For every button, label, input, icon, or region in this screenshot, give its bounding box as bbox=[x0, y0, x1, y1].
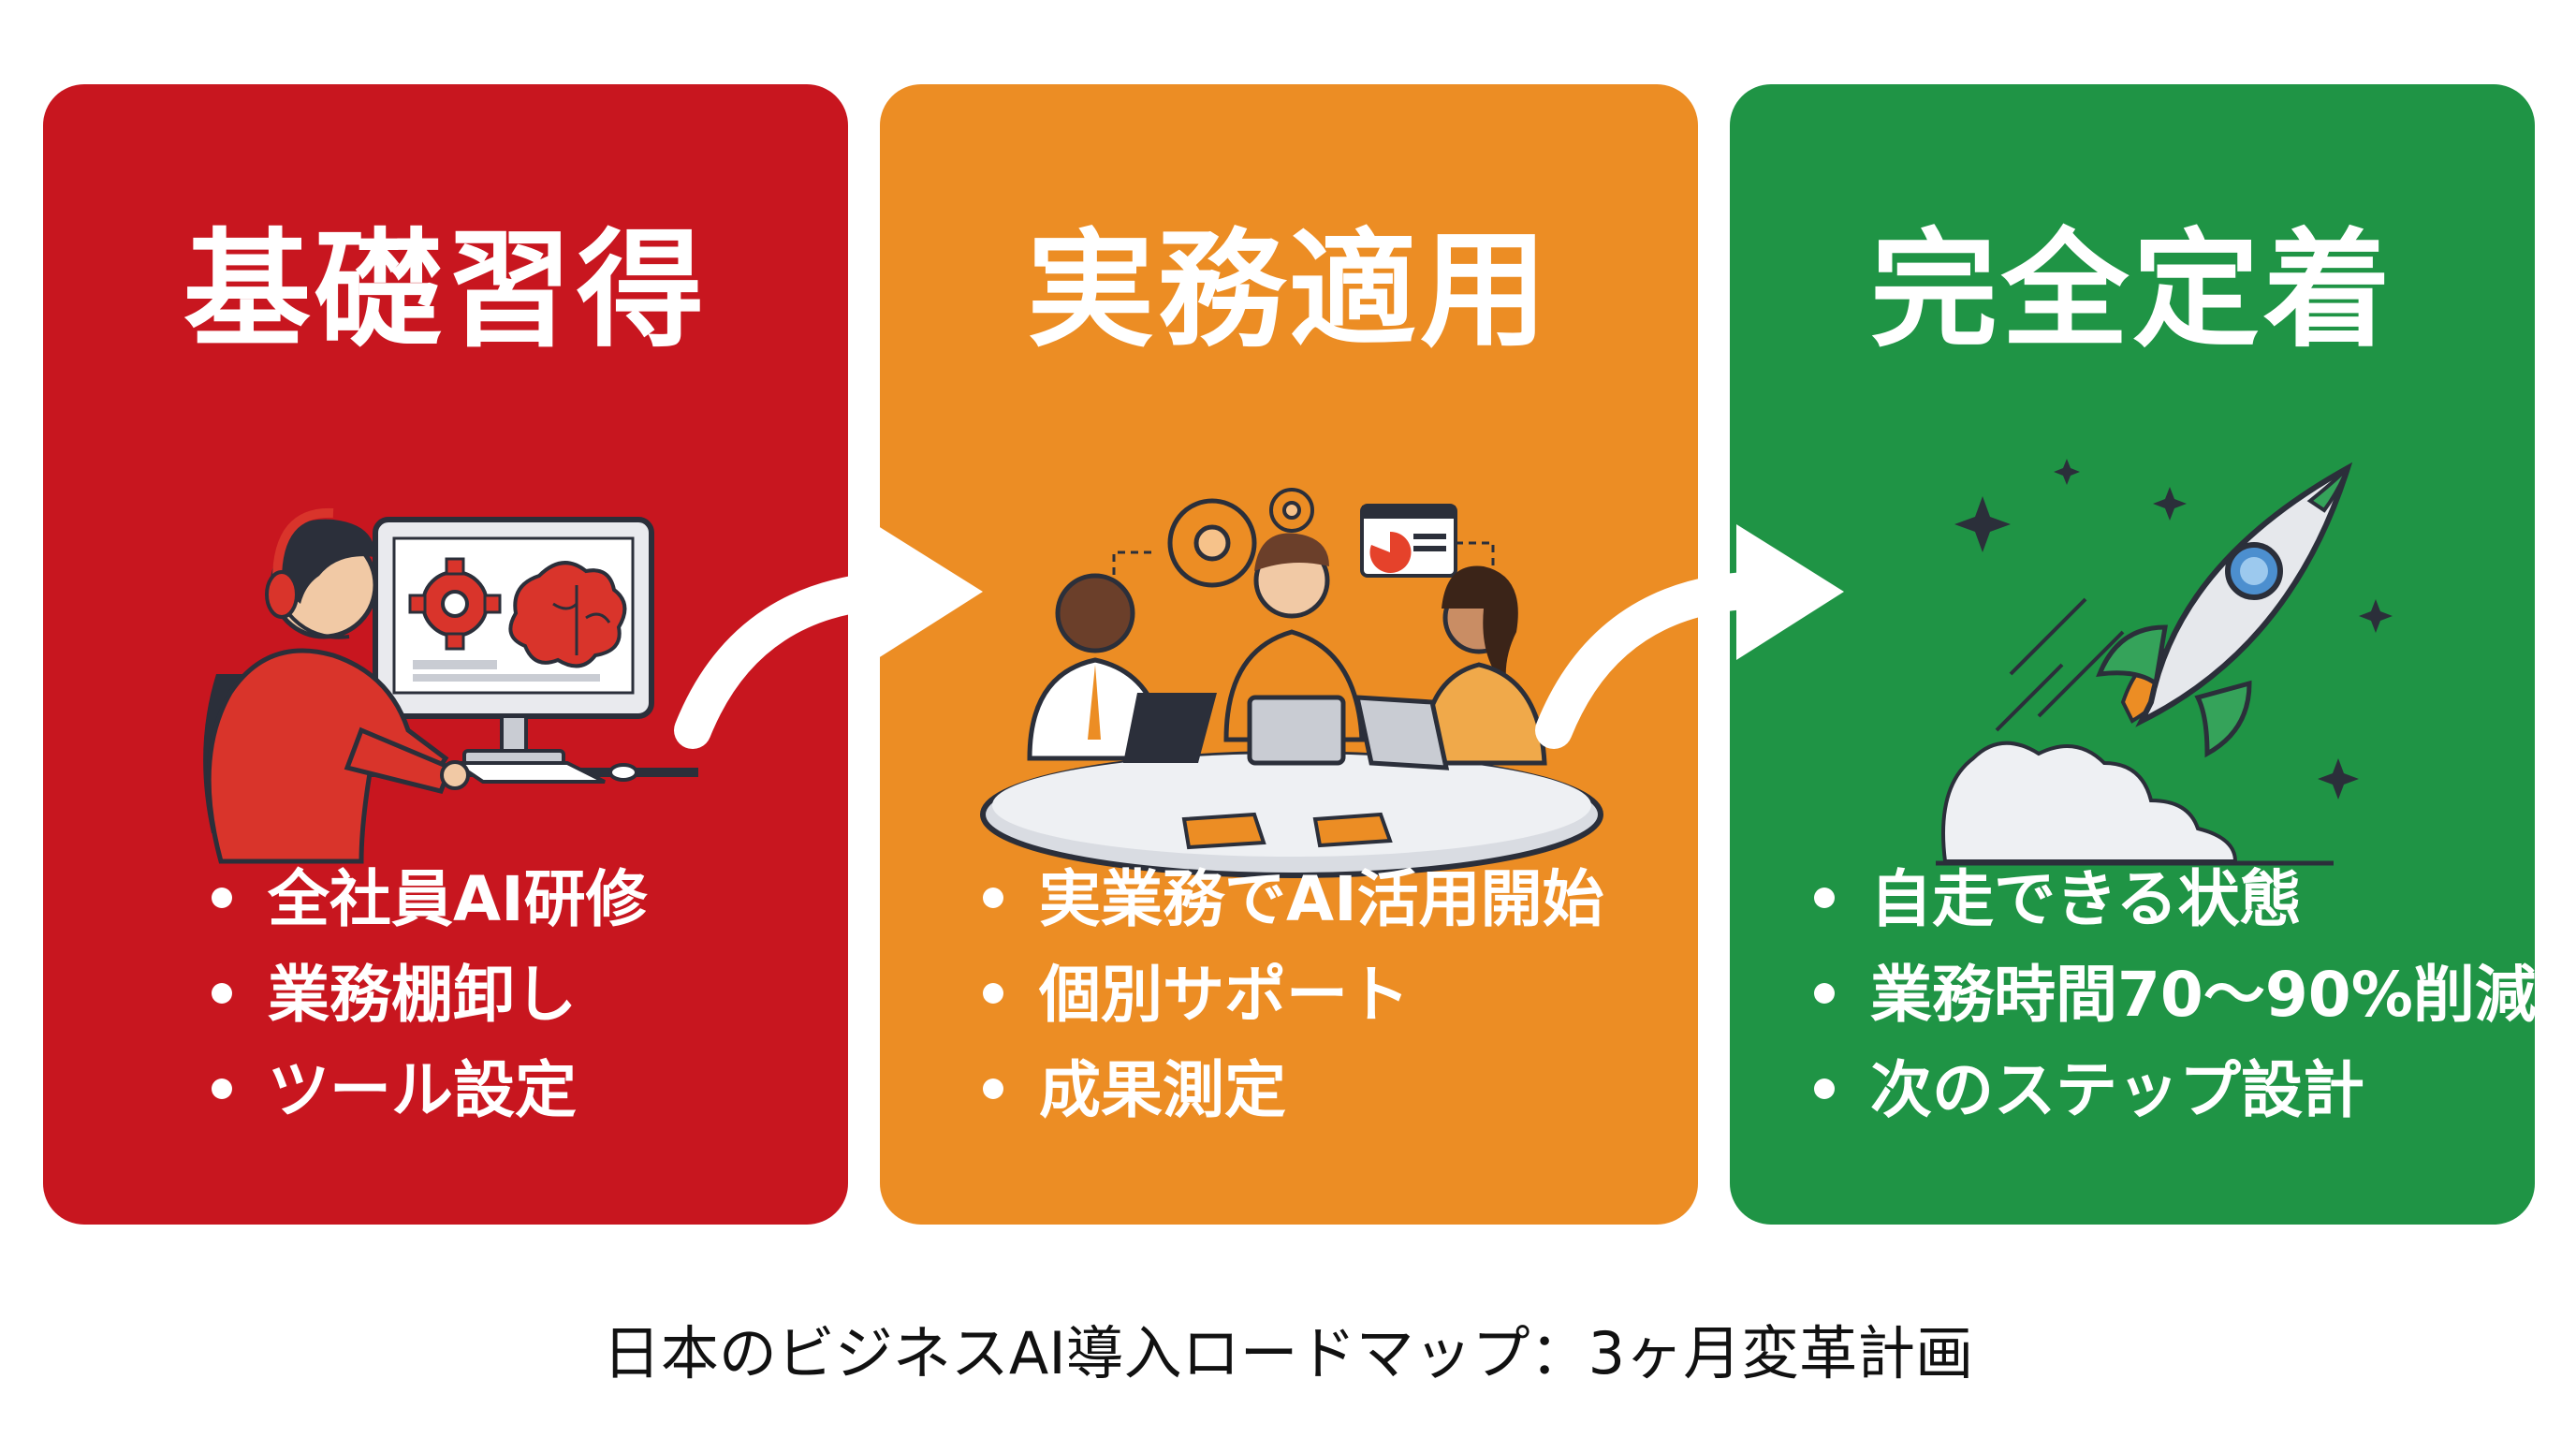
rocket-launch-icon bbox=[1936, 459, 2393, 866]
list-item: 成果測定 bbox=[983, 1043, 1604, 1138]
list-item: 自走できる状態 bbox=[1814, 852, 2535, 947]
bullet-icon bbox=[983, 982, 1003, 1004]
bullet-icon bbox=[1814, 887, 1835, 908]
bullet-list: 実業務でAI活用開始 個別サポート 成果測定 bbox=[983, 852, 1604, 1138]
arrow-right-icon bbox=[1535, 524, 1844, 749]
list-item: 個別サポート bbox=[983, 947, 1604, 1043]
list-item: 業務時間70〜90%削減 bbox=[1814, 947, 2535, 1043]
bullet-icon bbox=[212, 1078, 232, 1099]
bullet-icon bbox=[1814, 1078, 1835, 1099]
bullet-icon bbox=[212, 982, 232, 1004]
bullet-icon bbox=[212, 887, 232, 908]
team-meeting-with-laptops-icon bbox=[980, 488, 1603, 878]
step-title: 実務適用 bbox=[1027, 217, 1551, 365]
step-card-foundation: 基礎習得 bbox=[43, 84, 848, 1225]
list-item: ツール設定 bbox=[212, 1043, 648, 1138]
step-title: 完全定着 bbox=[1870, 217, 2394, 365]
list-item: 全社員AI研修 bbox=[212, 852, 648, 947]
person-at-computer-learning-ai-icon bbox=[203, 507, 698, 864]
bullet-icon bbox=[1814, 982, 1835, 1004]
bullet-icon bbox=[983, 1078, 1003, 1099]
bullet-list: 自走できる状態 業務時間70〜90%削減 次のステップ設計 bbox=[1814, 852, 2535, 1138]
step-title: 基礎習得 bbox=[183, 217, 708, 365]
bullet-icon bbox=[983, 887, 1003, 908]
bullet-list: 全社員AI研修 業務棚卸し ツール設定 bbox=[212, 852, 648, 1138]
list-item: 実業務でAI活用開始 bbox=[983, 852, 1604, 947]
caption: 日本のビジネスAI導入ロードマップ：3ヶ月変革計画 bbox=[602, 1319, 1974, 1387]
list-item: 業務棚卸し bbox=[212, 947, 648, 1043]
arrow-right-icon bbox=[674, 524, 983, 749]
list-item: 次のステップ設計 bbox=[1814, 1043, 2535, 1138]
step-card-established: 完全定着 自走できる状態 業務時間70〜90%削減 次のステップ設計 bbox=[1730, 84, 2535, 1225]
step-card-application: 実務適用 bbox=[880, 84, 1698, 1225]
